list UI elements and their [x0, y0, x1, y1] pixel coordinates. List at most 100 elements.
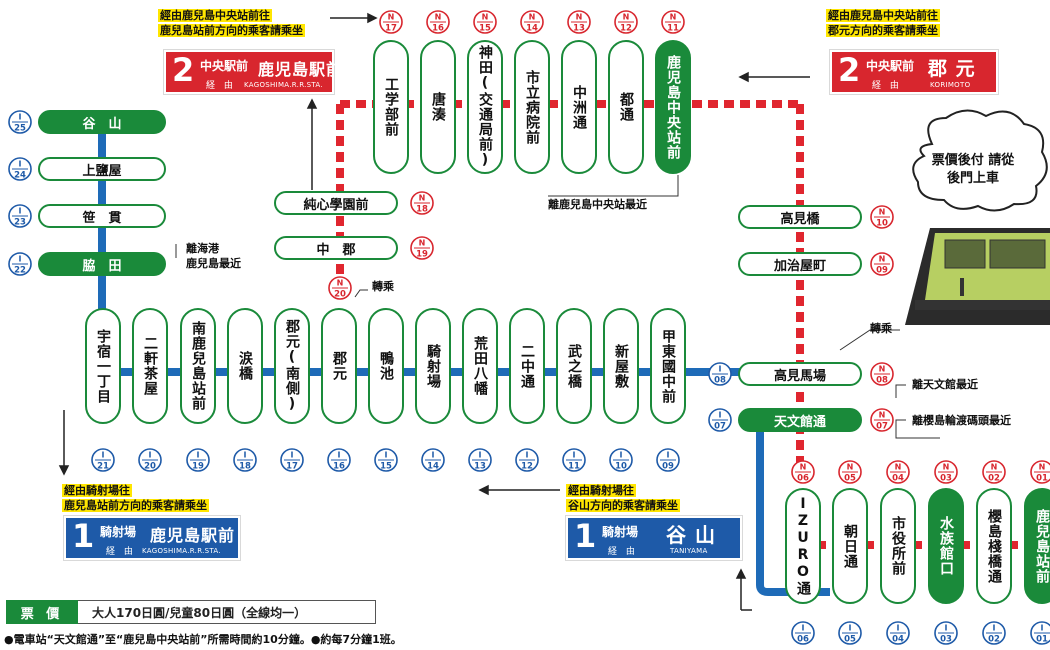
station-n15[interactable]: 神田(交通局前)	[467, 40, 503, 174]
station-i25[interactable]: 谷 山	[38, 110, 166, 134]
svg-text:18: 18	[416, 205, 428, 215]
svg-text:I: I	[719, 411, 722, 420]
svg-text:N: N	[879, 208, 886, 217]
station-badge-i02: I02	[982, 621, 1006, 645]
station-i20[interactable]: 二軒茶屋	[132, 308, 168, 424]
station-i23[interactable]: 笹 貫	[38, 204, 166, 228]
station-badge-i24: I24	[8, 157, 32, 181]
station-n14-label: 市立病院前	[524, 69, 540, 145]
station-i21-label: 宇宿一丁目	[95, 328, 111, 404]
station-i21[interactable]: 宇宿一丁目	[85, 308, 121, 424]
station-i12[interactable]: 二中通	[509, 308, 545, 424]
station-n16-label: 唐湊	[430, 92, 446, 122]
svg-text:09: 09	[876, 266, 888, 276]
station-i15[interactable]: 鴨池	[368, 308, 404, 424]
svg-text:16: 16	[333, 462, 345, 472]
station-n04[interactable]: 市役所前	[880, 488, 916, 604]
station-n10[interactable]: 高見橋	[738, 205, 862, 229]
station-badge-i05: I05	[838, 621, 862, 645]
svg-text:I: I	[620, 451, 623, 460]
station-n17[interactable]: 工学部前	[373, 40, 409, 174]
svg-text:I: I	[338, 451, 341, 460]
note-near-tenmonkan: 離天文館最近	[912, 378, 978, 391]
footer-note: ●電車站“天文館通”至“鹿兒島中央站前”所需時間約10分鐘。●約每7分鐘1班。	[4, 633, 402, 646]
note-bottom-left: 經由騎射場往 鹿兒島站前方向的乘客請乘坐	[62, 484, 209, 512]
station-i16[interactable]: 郡元	[321, 308, 357, 424]
station-i19-label: 南鹿兒島站前	[190, 321, 206, 411]
svg-text:N: N	[419, 194, 426, 203]
station-i17[interactable]: 郡元(南側)	[274, 308, 310, 424]
station-n06[interactable]: IZURO通	[785, 488, 821, 604]
station-i19[interactable]: 南鹿兒島站前	[180, 308, 216, 424]
svg-text:14: 14	[526, 24, 538, 34]
station-badge-i14: I14	[421, 448, 445, 472]
svg-text:07: 07	[876, 422, 888, 432]
station-badge-i21: I21	[91, 448, 115, 472]
station-i17-label: 郡元(南側)	[284, 319, 300, 413]
svg-text:10: 10	[876, 219, 888, 229]
station-n16[interactable]: 唐湊	[420, 40, 456, 174]
svg-text:20: 20	[334, 290, 346, 300]
station-i14-label: 騎射場	[425, 343, 441, 389]
svg-text:I: I	[993, 624, 996, 633]
station-i09[interactable]: 甲東國中前	[650, 308, 686, 424]
svg-text:01: 01	[1036, 635, 1048, 645]
station-n03[interactable]: 水族館口	[928, 488, 964, 604]
svg-text:17: 17	[286, 462, 298, 472]
station-n14[interactable]: 市立病院前	[514, 40, 550, 174]
note-top-left: 經由鹿兒島中央站前往 鹿兒島站前方向的乘客請乘坐	[158, 9, 305, 37]
station-n13[interactable]: 中洲通	[561, 40, 597, 174]
note-transfer-20: 轉乘	[372, 280, 394, 293]
station-n18[interactable]: 純心學園前	[274, 191, 398, 215]
station-n09[interactable]: 加治屋町	[738, 252, 862, 276]
station-i11[interactable]: 武之橋	[556, 308, 592, 424]
station-badge-i22: I22	[8, 252, 32, 276]
station-i13[interactable]: 荒田八幡	[462, 308, 498, 424]
station-n03-label: 水族館口	[938, 516, 954, 576]
station-i10[interactable]: 新屋敷	[603, 308, 639, 424]
station-i18-label: 涙橋	[237, 351, 253, 381]
station-i24[interactable]: 上鹽屋	[38, 157, 166, 181]
station-badge-i08: I08	[708, 362, 732, 386]
station-n08[interactable]: 高見馬場	[738, 362, 862, 386]
dest-box-route2-korimoto: 2 中央駅前 郡 元 経 由 KORIMOTO	[829, 49, 999, 95]
station-badge-i07: I07	[708, 408, 732, 432]
station-n15-label: 神田(交通局前)	[477, 45, 493, 169]
station-n01[interactable]: 鹿兒島站前	[1024, 488, 1050, 604]
svg-text:05: 05	[844, 635, 856, 645]
station-badge-n03: N03	[934, 460, 958, 484]
station-n12-label: 都通	[618, 92, 634, 122]
station-badge-n09: N09	[870, 252, 894, 276]
station-n11[interactable]: 鹿児島中央站前	[655, 40, 691, 174]
station-n07[interactable]: 天文館通	[738, 408, 862, 432]
station-badge-i23: I23	[8, 204, 32, 228]
station-n12[interactable]: 都通	[608, 40, 644, 174]
station-badge-i17: I17	[280, 448, 304, 472]
station-n02[interactable]: 櫻島棧橋通	[976, 488, 1012, 604]
svg-text:23: 23	[14, 218, 26, 228]
station-badge-n02: N02	[982, 460, 1006, 484]
svg-text:13: 13	[573, 24, 585, 34]
station-badge-n15: N15	[473, 10, 497, 34]
station-badge-i20: I20	[138, 448, 162, 472]
station-n01-label: 鹿兒島站前	[1034, 508, 1050, 584]
station-badge-n12: N12	[614, 10, 638, 34]
station-badge-i15: I15	[374, 448, 398, 472]
note-top-right: 經由鹿兒島中央站前往 郡元方向的乘客請乘坐	[826, 9, 940, 37]
svg-text:06: 06	[797, 474, 809, 484]
station-n05[interactable]: 朝日通	[832, 488, 868, 604]
station-i18[interactable]: 涙橋	[227, 308, 263, 424]
dest-box-route2-kagoshima-sta: 2 中央駅前 鹿児島駅前 経 由 KAGOSHIMA.R.R.STA.	[163, 49, 342, 95]
svg-text:I: I	[19, 113, 22, 122]
svg-text:I: I	[945, 624, 948, 633]
note-near-port: 離海港 鹿兒島最近	[186, 242, 241, 270]
station-i14[interactable]: 騎射場	[415, 308, 451, 424]
station-badge-n07: N07	[870, 408, 894, 432]
station-n19[interactable]: 中 郡	[274, 236, 398, 260]
svg-text:N: N	[879, 365, 886, 374]
svg-text:I: I	[244, 451, 247, 460]
station-n13-label: 中洲通	[571, 84, 587, 130]
station-badge-n01: N01	[1030, 460, 1050, 484]
station-i22[interactable]: 脇 田	[38, 252, 166, 276]
station-badge-n18: N 18	[410, 191, 434, 215]
